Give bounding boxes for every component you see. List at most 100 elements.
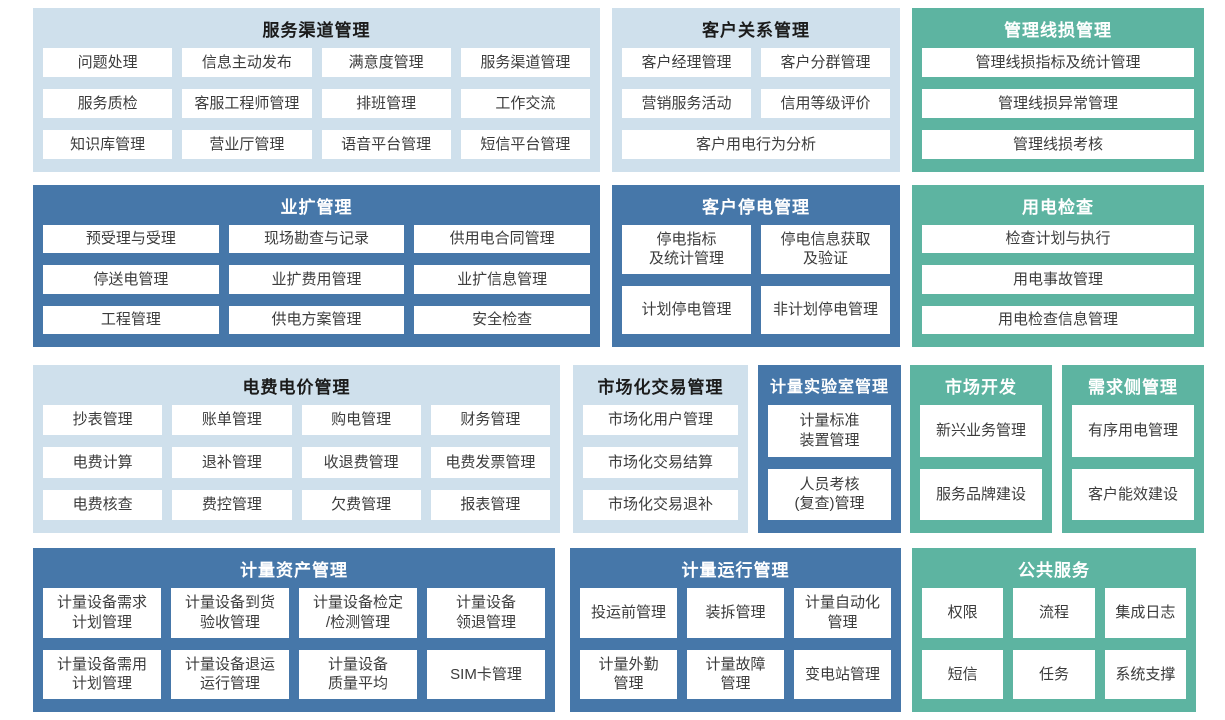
module-item: 投运前管理 — [580, 588, 677, 638]
module-item: 计量故障 管理 — [687, 649, 784, 699]
module-item: 用电事故管理 — [922, 265, 1194, 294]
module-item: 新兴业务管理 — [920, 405, 1042, 457]
module-item: 计量设备需用 计划管理 — [43, 649, 161, 699]
module-item: 问题处理 — [43, 48, 173, 77]
module-item: 工程管理 — [43, 305, 219, 334]
module-item: 满意度管理 — [321, 48, 451, 77]
module-item: 语音平台管理 — [321, 130, 451, 159]
panel-items: 投运前管理 装拆管理 计量自动化 管理 计量外勤 管理 计量故障 管理 变电站管… — [570, 588, 901, 712]
panel-items: 客户经理管理 客户分群管理 营销服务活动 信用等级评价 客户用电行为分析 — [612, 48, 900, 172]
module-item: 客户用电行为分析 — [622, 130, 890, 159]
panel-service-channel-management: 服务渠道管理 问题处理 信息主动发布 满意度管理 服务渠道管理 服务质检 客服工… — [33, 8, 600, 172]
panel-customer-outage-management: 客户停电管理 停电指标 及统计管理 停电信息获取 及验证 计划停电管理 非计划停… — [612, 185, 900, 347]
module-item: 供用电合同管理 — [414, 225, 590, 254]
module-item: 计量标准 装置管理 — [768, 405, 891, 457]
module-item: 停电指标 及统计管理 — [622, 225, 751, 274]
module-item: 退补管理 — [172, 447, 292, 478]
module-item: 管理线损考核 — [922, 130, 1194, 159]
panel-title: 用电检查 — [1022, 197, 1094, 217]
module-item: 电费核查 — [43, 489, 163, 520]
module-item: 计量设备检定 /检测管理 — [299, 588, 417, 638]
diagram-row-2: 业扩管理 预受理与受理 现场勘查与记录 供用电合同管理 停送电管理 业扩费用管理… — [33, 185, 1204, 347]
panel-items: 有序用电管理 客户能效建设 — [1062, 405, 1204, 533]
panel-business-expansion-management: 业扩管理 预受理与受理 现场勘查与记录 供用电合同管理 停送电管理 业扩费用管理… — [33, 185, 600, 347]
module-item: SIM卡管理 — [427, 649, 545, 699]
diagram-row-1: 服务渠道管理 问题处理 信息主动发布 满意度管理 服务渠道管理 服务质检 客服工… — [33, 8, 1204, 172]
panel-title: 管理线损管理 — [1004, 20, 1112, 40]
module-item: 业扩信息管理 — [414, 265, 590, 294]
diagram-row-4: 计量资产管理 计量设备需求 计划管理 计量设备到货 验收管理 计量设备检定 /检… — [33, 548, 1196, 712]
panel-metering-asset-management: 计量资产管理 计量设备需求 计划管理 计量设备到货 验收管理 计量设备检定 /检… — [33, 548, 555, 712]
module-item: 权限 — [922, 588, 1004, 638]
module-item: 计量设备到货 验收管理 — [171, 588, 289, 638]
module-item: 用电检查信息管理 — [922, 305, 1194, 334]
module-item: 费控管理 — [172, 489, 292, 520]
module-item: 排班管理 — [321, 89, 451, 118]
module-item: 账单管理 — [172, 405, 292, 436]
panel-title: 业扩管理 — [280, 197, 353, 217]
module-item: 检查计划与执行 — [922, 225, 1194, 254]
module-item: 短信 — [922, 649, 1004, 699]
module-item: 集成日志 — [1104, 588, 1186, 638]
panel-demand-side-management: 需求侧管理 有序用电管理 客户能效建设 — [1062, 365, 1204, 533]
module-item: 计量设备需求 计划管理 — [43, 588, 161, 638]
module-item: 停电信息获取 及验证 — [761, 225, 890, 274]
module-item: 电费计算 — [43, 447, 163, 478]
module-item: 计量外勤 管理 — [580, 649, 677, 699]
module-item: 管理线损指标及统计管理 — [922, 48, 1194, 77]
module-item: 管理线损异常管理 — [922, 89, 1194, 118]
module-item: 市场化交易退补 — [583, 489, 738, 520]
module-item: 现场勘查与记录 — [228, 225, 405, 254]
panel-public-service: 公共服务 权限 流程 集成日志 短信 任务 系统支撑 — [912, 548, 1196, 712]
panel-title: 市场开发 — [945, 377, 1017, 397]
module-item: 购电管理 — [301, 405, 421, 436]
module-item: 信息主动发布 — [182, 48, 312, 77]
panel-title: 客户停电管理 — [702, 197, 810, 217]
module-item: 流程 — [1013, 588, 1095, 638]
panel-items: 预受理与受理 现场勘查与记录 供用电合同管理 停送电管理 业扩费用管理 业扩信息… — [33, 225, 600, 347]
module-item: 财务管理 — [430, 405, 550, 436]
panel-items: 抄表管理 账单管理 购电管理 财务管理 电费计算 退补管理 收退费管理 电费发票… — [33, 405, 560, 533]
module-item: 客户经理管理 — [622, 48, 751, 77]
panel-billing-pricing-management: 电费电价管理 抄表管理 账单管理 购电管理 财务管理 电费计算 退补管理 收退费… — [33, 365, 560, 533]
module-item: 计量设备 质量平均 — [299, 649, 417, 699]
module-item: 服务渠道管理 — [460, 48, 590, 77]
panel-items: 新兴业务管理 服务品牌建设 — [910, 405, 1052, 533]
module-item: 人员考核 (复查)管理 — [768, 468, 891, 520]
module-item: 客户能效建设 — [1072, 468, 1194, 520]
module-item: 抄表管理 — [43, 405, 163, 436]
panel-title: 服务渠道管理 — [262, 20, 371, 40]
module-item: 计量设备退运 运行管理 — [171, 649, 289, 699]
module-item: 市场化用户管理 — [583, 405, 738, 436]
module-item: 计划停电管理 — [622, 285, 751, 334]
module-item: 营销服务活动 — [622, 89, 751, 118]
panel-items: 检查计划与执行 用电事故管理 用电检查信息管理 — [912, 225, 1204, 347]
panel-title: 电费电价管理 — [242, 377, 351, 397]
panel-market-trade-management: 市场化交易管理 市场化用户管理 市场化交易结算 市场化交易退补 — [573, 365, 748, 533]
module-item: 知识库管理 — [43, 130, 173, 159]
panel-items: 计量标准 装置管理 人员考核 (复查)管理 — [758, 405, 901, 533]
panel-title: 客户关系管理 — [702, 20, 810, 40]
module-item: 非计划停电管理 — [761, 285, 890, 334]
module-item: 短信平台管理 — [460, 130, 590, 159]
module-item: 客服工程师管理 — [182, 89, 312, 118]
panel-items: 管理线损指标及统计管理 管理线损异常管理 管理线损考核 — [912, 48, 1204, 172]
panel-market-development: 市场开发 新兴业务管理 服务品牌建设 — [910, 365, 1052, 533]
module-item: 服务品牌建设 — [920, 468, 1042, 520]
panel-power-inspection: 用电检查 检查计划与执行 用电事故管理 用电检查信息管理 — [912, 185, 1204, 347]
module-item: 供电方案管理 — [228, 305, 405, 334]
module-item: 市场化交易结算 — [583, 447, 738, 478]
module-item: 报表管理 — [430, 489, 550, 520]
module-item: 营业厅管理 — [182, 130, 312, 159]
module-item: 停送电管理 — [43, 265, 219, 294]
module-item: 服务质检 — [43, 89, 173, 118]
panel-title: 需求侧管理 — [1088, 377, 1178, 397]
panel-items: 权限 流程 集成日志 短信 任务 系统支撑 — [912, 588, 1196, 712]
panel-items: 市场化用户管理 市场化交易结算 市场化交易退补 — [573, 405, 748, 533]
module-item: 计量设备 领退管理 — [427, 588, 545, 638]
module-item: 客户分群管理 — [761, 48, 890, 77]
module-item: 工作交流 — [460, 89, 590, 118]
panel-items: 计量设备需求 计划管理 计量设备到货 验收管理 计量设备检定 /检测管理 计量设… — [33, 588, 555, 712]
panel-line-loss-management: 管理线损管理 管理线损指标及统计管理 管理线损异常管理 管理线损考核 — [912, 8, 1204, 172]
